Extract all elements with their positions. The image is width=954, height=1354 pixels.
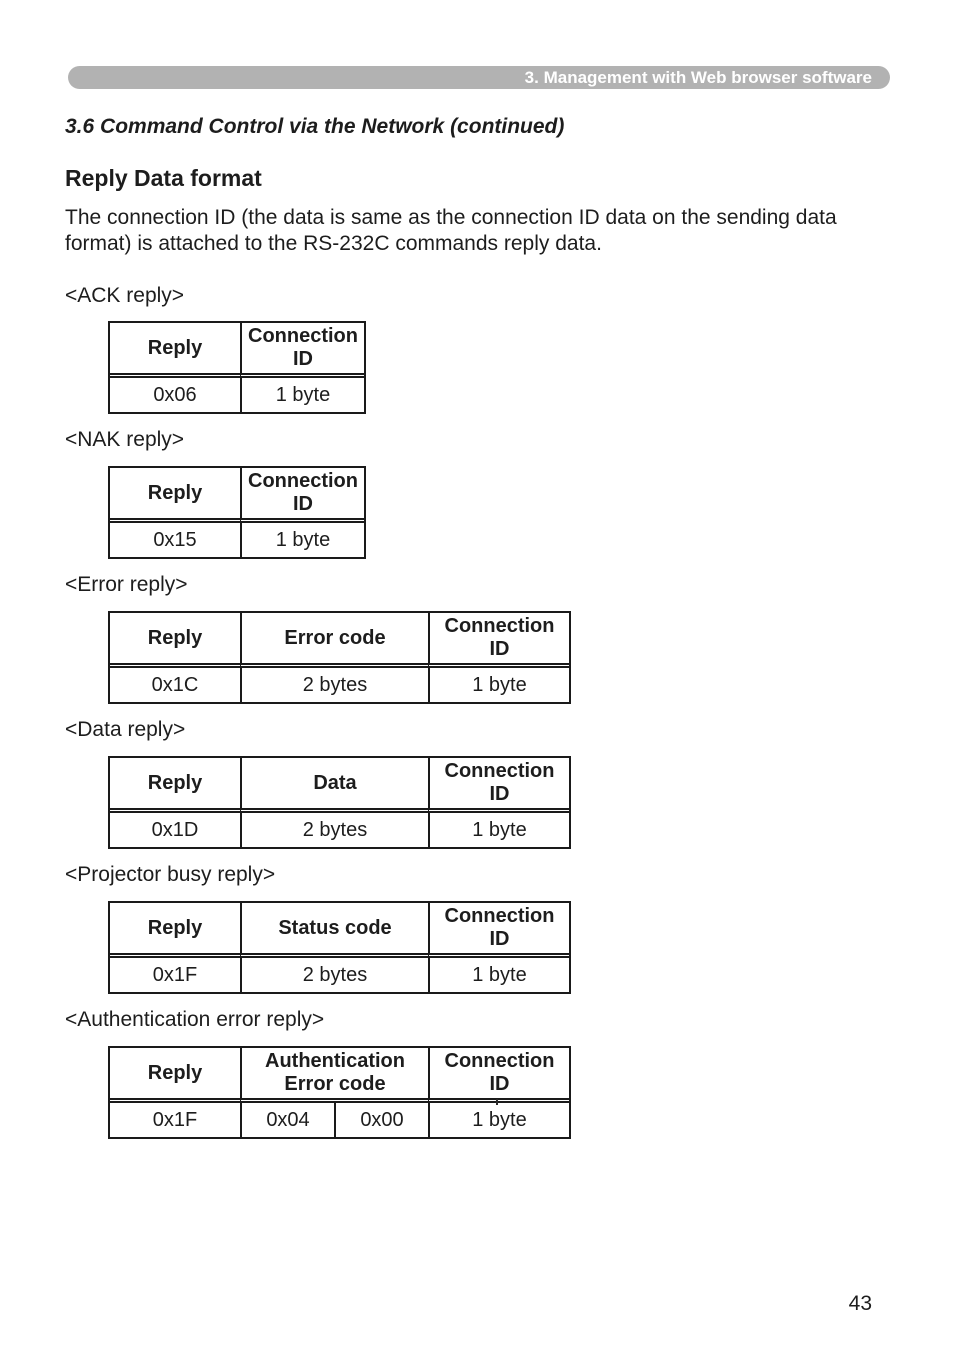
- value-cell-error-code: 2 bytes: [240, 668, 428, 702]
- value-cell-connection-id: 1 byte: [428, 668, 569, 702]
- subsection-title: Reply Data format: [65, 165, 262, 191]
- header-cell-reply: Reply: [110, 468, 240, 523]
- header-cell-connection-id: Connection ID: [428, 613, 569, 668]
- value-cell-connection-id: 1 byte: [428, 958, 569, 992]
- table-header-row: Reply Error code Connection ID: [110, 613, 569, 668]
- projector-busy-reply-label: <Projector busy reply>: [65, 863, 276, 886]
- value-cell-data: 2 bytes: [240, 813, 428, 847]
- header-cell-error-code: Error code: [240, 613, 428, 668]
- header-cell-reply: Reply: [110, 758, 240, 813]
- header-cell-reply: Reply: [110, 613, 240, 668]
- table-data-row: 0x15 1 byte: [110, 523, 364, 557]
- table-header-row: Reply Data Connection ID: [110, 758, 569, 813]
- intro-paragraph: The connection ID (the data is same as t…: [65, 206, 837, 255]
- authentication-error-reply-label: <Authentication error reply>: [65, 1008, 325, 1031]
- header-cell-connection-id: Connection ID: [428, 758, 569, 813]
- header-cell-connection-id: Connection ID: [428, 903, 569, 958]
- value-cell-reply: 0x1D: [151, 818, 199, 841]
- value-cell-reply: 0x1F: [152, 1108, 198, 1131]
- table-data-row: 0x1C 2 bytes 1 byte: [110, 668, 569, 702]
- value-cell-connection-id: 1 byte: [240, 378, 364, 412]
- error-reply-label: <Error reply>: [65, 573, 188, 596]
- value-cell-reply: 0x1F: [152, 963, 198, 986]
- table-data-row: 0x06 1 byte: [110, 378, 364, 412]
- error-reply-table: Reply Error code Connection ID 0x1C 2 by…: [108, 611, 571, 704]
- nak-reply-table: Reply Connection ID 0x15 1 byte: [108, 466, 366, 559]
- table-header-row: Reply Connection ID: [110, 468, 364, 523]
- header-cell-reply: Reply: [110, 1048, 240, 1103]
- chapter-header-bar: 3. Management with Web browser software: [68, 66, 890, 89]
- value-cell-reply: 0x1C: [151, 673, 199, 696]
- ack-reply-label: <ACK reply>: [65, 284, 185, 307]
- value-cell-connection-id: 1 byte: [240, 523, 364, 557]
- table-data-row: 0x1F 2 bytes 1 byte: [110, 958, 569, 992]
- header-cell-reply: Reply: [110, 903, 240, 958]
- header-cell-data: Data: [240, 758, 428, 813]
- value-cell-reply: 0x15: [153, 528, 197, 551]
- table-header-row: Reply Status code Connection ID: [110, 903, 569, 958]
- value-cell-reply: 0x06: [153, 383, 197, 406]
- header-cell-connection-id: Connection ID: [240, 323, 364, 378]
- value-cell-auth-error-byte1: 0x04: [240, 1103, 334, 1137]
- table-header-row: Reply Connection ID: [110, 323, 364, 378]
- header-cell-reply: Reply: [110, 323, 240, 378]
- header-cell-connection-id: Connection ID: [428, 1048, 569, 1103]
- ack-reply-table: Reply Connection ID 0x06 1 byte: [108, 321, 366, 414]
- table-header-row: Reply Authentication Error code Connecti…: [110, 1048, 569, 1103]
- value-cell-connection-id: 1 byte: [428, 1103, 569, 1137]
- nak-reply-label: <NAK reply>: [65, 428, 185, 451]
- data-reply-table: Reply Data Connection ID 0x1D 2 bytes 1 …: [108, 756, 571, 849]
- table-data-row: 0x1D 2 bytes 1 byte: [110, 813, 569, 847]
- section-title: 3.6 Command Control via the Network (con…: [65, 115, 565, 138]
- value-cell-status-code: 2 bytes: [240, 958, 428, 992]
- chapter-header-text: 3. Management with Web browser software: [524, 68, 872, 87]
- projector-busy-reply-table: Reply Status code Connection ID 0x1F 2 b…: [108, 901, 571, 994]
- header-cell-connection-id: Connection ID: [240, 468, 364, 523]
- table-data-row: 0x1F 0x04 0x00 1 byte: [110, 1103, 569, 1137]
- header-cell-authentication-error-code: Authentication Error code: [240, 1048, 428, 1103]
- page-number: 43: [848, 1292, 872, 1315]
- print-artifact-mark: [496, 1099, 498, 1105]
- header-cell-status-code: Status code: [240, 903, 428, 958]
- data-reply-label: <Data reply>: [65, 718, 186, 741]
- value-cell-auth-error-byte2: 0x00: [334, 1103, 428, 1137]
- value-cell-connection-id: 1 byte: [428, 813, 569, 847]
- authentication-error-reply-table: Reply Authentication Error code Connecti…: [108, 1046, 571, 1139]
